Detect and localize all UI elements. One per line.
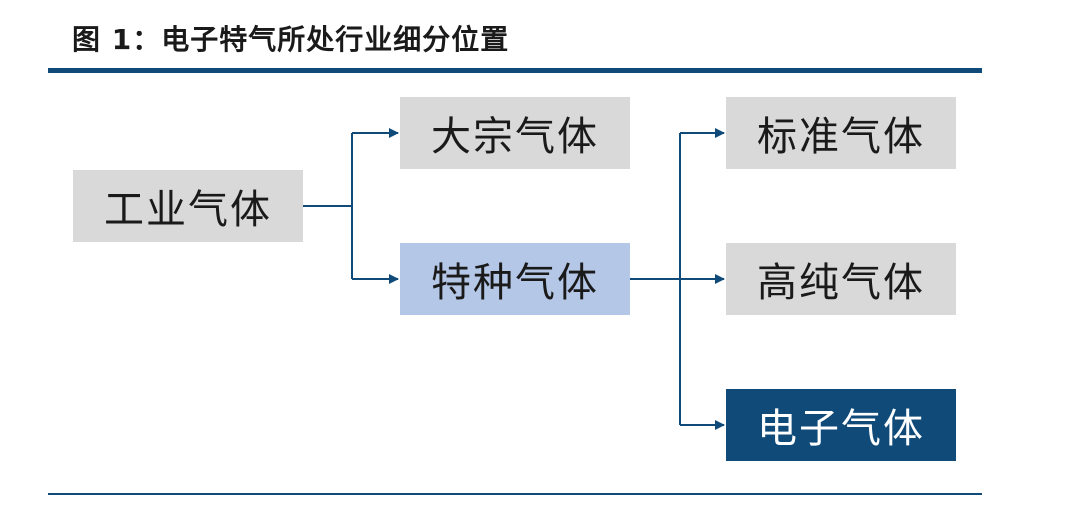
node-industrial-gas: 工业气体 xyxy=(73,170,303,242)
node-standard-gas: 标准气体 xyxy=(726,97,956,169)
node-high-purity-gas: 高纯气体 xyxy=(726,243,956,315)
figure-title: 图 1：电子特气所处行业细分位置 xyxy=(72,23,510,56)
bottom-rule xyxy=(48,493,982,495)
node-specialty-gas: 特种气体 xyxy=(400,243,630,315)
node-electronic-gas: 电子气体 xyxy=(726,389,956,461)
node-bulk-gas: 大宗气体 xyxy=(400,97,630,169)
top-rule xyxy=(48,68,982,73)
